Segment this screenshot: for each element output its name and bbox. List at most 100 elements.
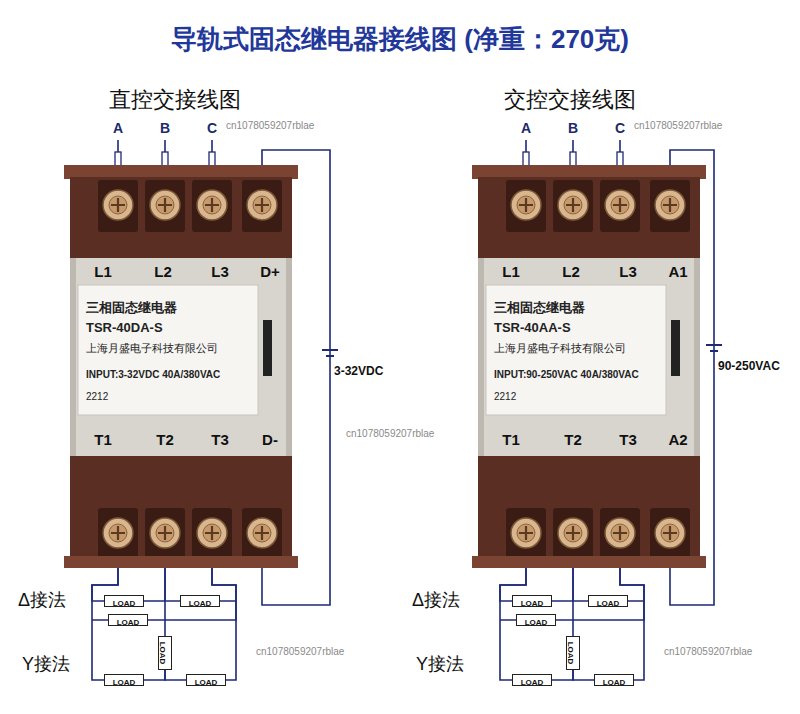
section-heading: 直控交接线图: [109, 87, 241, 112]
text-holder: LOAD: [564, 642, 582, 665]
connection-method: Y接法: [416, 654, 464, 675]
watermark-holder: cn1078059207rblae: [256, 641, 344, 659]
text-holder: 三相固态继电器: [494, 298, 585, 316]
load-box: LOAD: [108, 614, 148, 626]
load-box: LOAD: [180, 595, 220, 607]
control-voltage: 90-250VAC: [718, 360, 780, 374]
control-voltage-holder: 3-32VDC: [334, 361, 383, 379]
text-holder: T3: [619, 431, 637, 449]
nameplate: 三相固态继电器 TSR-40DA-S 上海月盛电子科技有限公司 INPUT:3-32V…: [78, 285, 258, 415]
text-holder: L1: [94, 263, 112, 281]
connection-method-holder: Δ接法: [18, 590, 66, 611]
watermark: cn1078059207rblae: [346, 428, 434, 440]
wire: [573, 670, 594, 680]
load-label: LOAD: [525, 619, 548, 627]
terminal-label: T2: [564, 431, 582, 448]
text-holder: LOAD: [117, 611, 140, 629]
load-label: LOAD: [521, 600, 544, 608]
nameplate-text: 上海月盛电子科技有限公司: [494, 342, 626, 355]
nameplate-text: 三相固态继电器: [86, 301, 177, 316]
wire: [144, 670, 165, 680]
nameplate-text: 上海月盛电子科技有限公司: [86, 342, 218, 355]
phase-name: B: [568, 120, 578, 136]
section-heading-holder: 直控交接线图: [109, 87, 241, 112]
watermark-holder: cn1078059207rblae: [226, 115, 314, 133]
connection-method-holder: Y接法: [22, 654, 70, 675]
phase-name-holder: A: [113, 119, 123, 137]
terminal-label: L1: [502, 263, 520, 280]
text-holder: L2: [562, 263, 580, 281]
terminal-label: L3: [211, 263, 229, 280]
load-box: LOAD: [512, 674, 552, 686]
text-holder: INPUT:3-32VDC 40A/380VAC: [86, 364, 220, 382]
load-label: LOAD: [566, 642, 574, 665]
wire: [148, 568, 236, 620]
wire: [165, 670, 186, 680]
load-box: LOAD: [186, 674, 226, 686]
text-holder: T3: [211, 431, 229, 449]
relay-unit: [472, 140, 706, 568]
nameplate-text: 2212: [494, 391, 516, 403]
text-holder: L3: [619, 263, 637, 281]
text-holder: L1: [502, 263, 520, 281]
text-holder: TSR-40AA-S: [494, 318, 571, 336]
text-holder: 三相固态继电器: [86, 298, 177, 316]
phase-name: A: [113, 120, 123, 136]
load-label: LOAD: [113, 679, 136, 687]
section-heading-holder: 交控交接线图: [504, 87, 636, 112]
text-holder: LOAD: [113, 592, 136, 610]
phase-name-holder: B: [568, 119, 578, 137]
load-box: LOAD: [588, 595, 628, 607]
load-label: LOAD: [603, 679, 626, 687]
diagram-title: 导轨式固态继电器接线图 (净重：270克): [171, 25, 629, 55]
wire: [620, 568, 644, 680]
relay-housing: L1 L2 L3 A1T1 T2 T3 A2 三相固态继电器 TSR-40AA-S 上海月盛电子科…: [478, 165, 700, 568]
load-label: LOAD: [189, 600, 212, 608]
nameplate-text: 2212: [86, 391, 108, 403]
title-holder: 导轨式固态继电器接线图 (净重：270克): [171, 25, 629, 55]
nameplate-text: INPUT:90-250VAC 40A/380VAC: [494, 369, 639, 381]
text-holder: A2: [668, 431, 687, 449]
connection-method: Δ接法: [412, 590, 460, 611]
wire: [552, 670, 573, 680]
phase-name-holder: A: [521, 119, 531, 137]
nameplate: 三相固态继电器 TSR-40AA-S 上海月盛电子科技有限公司 INPUT:90-25…: [486, 285, 666, 415]
load-box: LOAD: [158, 636, 172, 670]
terminal-label: A1: [668, 263, 687, 280]
text-holder: 2212: [86, 386, 108, 404]
wire: [212, 568, 236, 680]
phase-name: A: [521, 120, 531, 136]
watermark-holder: cn1078059207rblae: [634, 115, 722, 133]
terminal-label: D-: [262, 431, 278, 448]
text-holder: L2: [154, 263, 172, 281]
terminal-label: L1: [94, 263, 112, 280]
text-holder: TSR-40DA-S: [86, 318, 163, 336]
section-heading: 交控交接线图: [504, 87, 636, 112]
load-label: LOAD: [597, 600, 620, 608]
watermark-holder: cn1078059207rblae: [664, 641, 752, 659]
wire: [573, 568, 588, 601]
phase-name: C: [615, 120, 625, 136]
terminal-label: D+: [260, 263, 280, 280]
watermark: cn1078059207rblae: [664, 646, 752, 658]
phase-name: B: [160, 120, 170, 136]
text-holder: D+: [260, 263, 280, 281]
text-holder: 上海月盛电子科技有限公司: [86, 338, 218, 356]
watermark: cn1078059207rblae: [256, 646, 344, 658]
load-box: LOAD: [594, 674, 634, 686]
nameplate-text: INPUT:3-32VDC 40A/380VAC: [86, 369, 220, 381]
text-holder: LOAD: [521, 671, 544, 689]
terminal-label: T2: [156, 431, 174, 448]
text-holder: LOAD: [189, 592, 212, 610]
text-holder: T1: [94, 431, 112, 449]
load-box: LOAD: [104, 595, 144, 607]
terminal-label: T1: [502, 431, 520, 448]
control-voltage: 3-32VDC: [334, 365, 383, 379]
load-box: LOAD: [104, 674, 144, 686]
terminal-label: T3: [211, 431, 229, 448]
load-label: LOAD: [113, 600, 136, 608]
relay-unit: [64, 140, 298, 568]
terminal-label: T3: [619, 431, 637, 448]
terminal-label: A2: [668, 431, 687, 448]
